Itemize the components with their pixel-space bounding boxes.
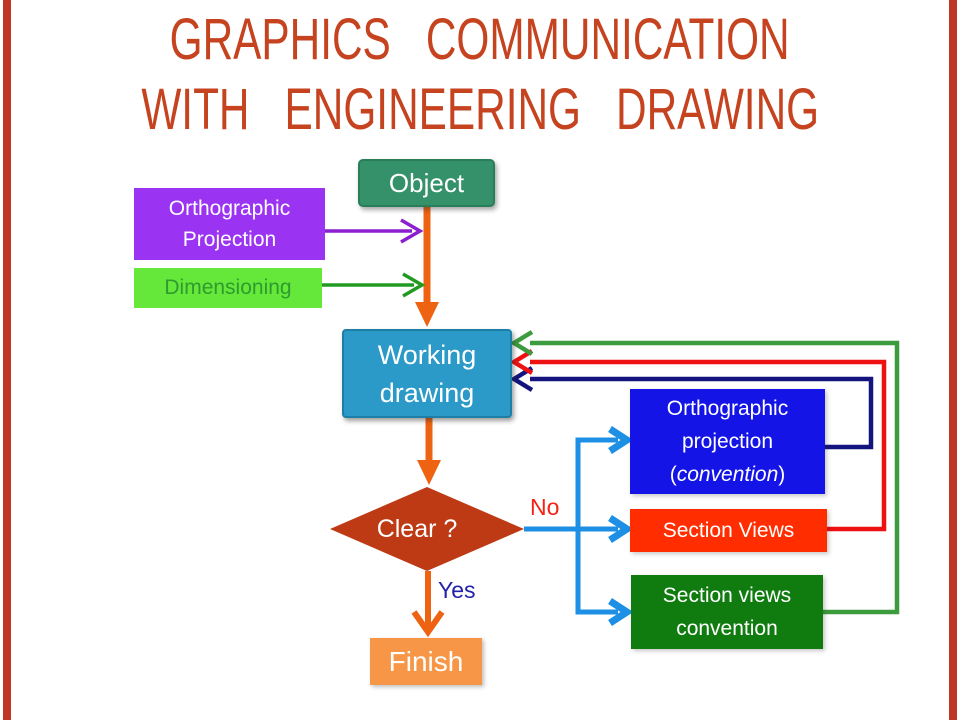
node-section-views: Section Views <box>630 509 827 552</box>
node-working-drawing: Working drawing <box>342 329 512 418</box>
node-orthographic-projection-convention: Orthographic projection (convention) <box>630 389 825 494</box>
sv-convention-line2: convention <box>676 617 778 640</box>
feedback-section-views-to-working <box>509 349 887 532</box>
right-accent-bar <box>949 0 957 720</box>
node-section-views-convention: Section views convention <box>631 575 823 649</box>
section-views-label: Section Views <box>662 518 795 542</box>
arrow-orthographic-projection-input <box>325 218 424 244</box>
page-title: GRAPHICS COMMUNICATION WITH ENGINEERING … <box>0 6 960 146</box>
orthographic-projection-line2: Projection <box>182 228 277 251</box>
orthographic-projection-line1: Orthographic <box>168 197 291 220</box>
yes-branch-label: Yes <box>438 577 476 603</box>
node-orthographic-projection: Orthographic Projection <box>134 188 325 260</box>
sv-convention-line1: Section views <box>662 584 792 607</box>
working-drawing-line2: drawing <box>379 377 475 408</box>
arrow-working-to-clear <box>417 418 441 485</box>
working-drawing-line1: Working <box>377 339 477 370</box>
arrow-object-to-working <box>415 207 439 327</box>
feedback-sv-convention-to-working <box>509 330 900 615</box>
arrow-dimensioning-input <box>322 272 426 298</box>
no-branch-label: No <box>530 494 560 520</box>
node-dimensioning: Dimensioning <box>134 268 322 308</box>
title-line-2: WITH ENGINEERING DRAWING <box>141 77 819 142</box>
finish-label: Finish <box>388 645 464 677</box>
title-line-1: GRAPHICS COMMUNICATION <box>170 7 790 72</box>
path-clear-no-branches <box>524 426 634 626</box>
ortho-convention-line1: Orthographic <box>666 397 789 420</box>
left-accent-bar <box>3 0 11 720</box>
node-finish: Finish <box>370 638 482 685</box>
ortho-convention-line2: projection <box>681 430 774 453</box>
dimensioning-label: Dimensioning <box>164 276 292 299</box>
arrow-clear-yes-to-finish <box>411 571 445 638</box>
node-object: Object <box>358 159 495 207</box>
clear-decision-label: Clear ? <box>376 514 458 543</box>
ortho-convention-line3: (convention) <box>669 463 786 486</box>
object-label: Object <box>388 167 465 198</box>
